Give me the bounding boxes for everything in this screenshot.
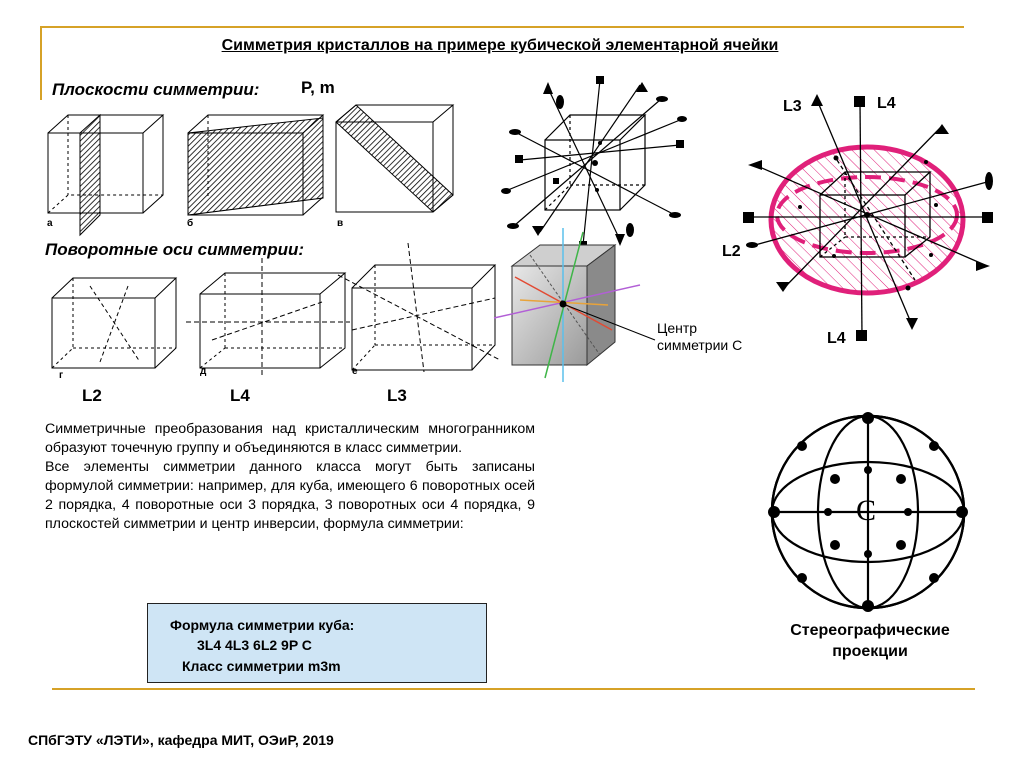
axis-label-g: г [59, 370, 64, 381]
description-paragraph-1: Симметричные преобразования над кристалл… [45, 421, 535, 456]
label-l4-top: L4 [877, 95, 896, 112]
label-l3: L3 [783, 98, 802, 115]
formula-class: Класс симметрии m3m [182, 658, 341, 674]
center-symmetry-label: Центр симметрии С [657, 320, 743, 353]
axis-cube-l2 [51, 277, 178, 369]
label-l2: L2 [722, 243, 741, 260]
plane-cube-c [335, 104, 455, 213]
stereo-center-mark: C [856, 494, 876, 527]
axis-cube-l4 [186, 258, 350, 378]
footer-credit: СПбГЭТУ «ЛЭТИ», кафедра МИТ, ОЭиР, 2019 [28, 732, 334, 748]
axis-cube-l3 [337, 242, 501, 373]
axes-heading: Поворотные оси симметрии: [45, 240, 305, 259]
plane-label-v: в [337, 218, 344, 229]
plane-cube-a [47, 113, 165, 237]
stereo-caption: Стереографические проекции [790, 622, 950, 660]
plane-label-b: б [187, 218, 194, 229]
planes-symbols: P, m [301, 78, 335, 97]
plane-label-a: а [47, 218, 53, 229]
plane-cube-b [187, 114, 325, 216]
axis-label-d: д [200, 366, 207, 377]
formula-box [147, 603, 487, 683]
formula-expression: 3L4 4L3 6L2 9P C [197, 637, 312, 653]
label-l4-bottom: L4 [827, 330, 846, 347]
axis-label-e: е [352, 366, 358, 377]
formula-title: Формула симметрии куба: [170, 617, 355, 633]
description-paragraph-2: Все элементы симметрии данного класса мо… [45, 459, 535, 532]
bottom-rule [52, 688, 975, 690]
left-rule [40, 26, 42, 100]
axis-name-l2: L2 [82, 386, 102, 405]
description-text: Симметричные преобразования над кристалл… [45, 420, 535, 534]
planes-heading: Плоскости симметрии: [52, 80, 260, 99]
slide-title: Симметрия кристаллов на примере кубическ… [221, 37, 779, 54]
axis-name-l3: L3 [387, 386, 407, 405]
axis-name-l4: L4 [230, 386, 250, 405]
top-rule [40, 26, 964, 28]
